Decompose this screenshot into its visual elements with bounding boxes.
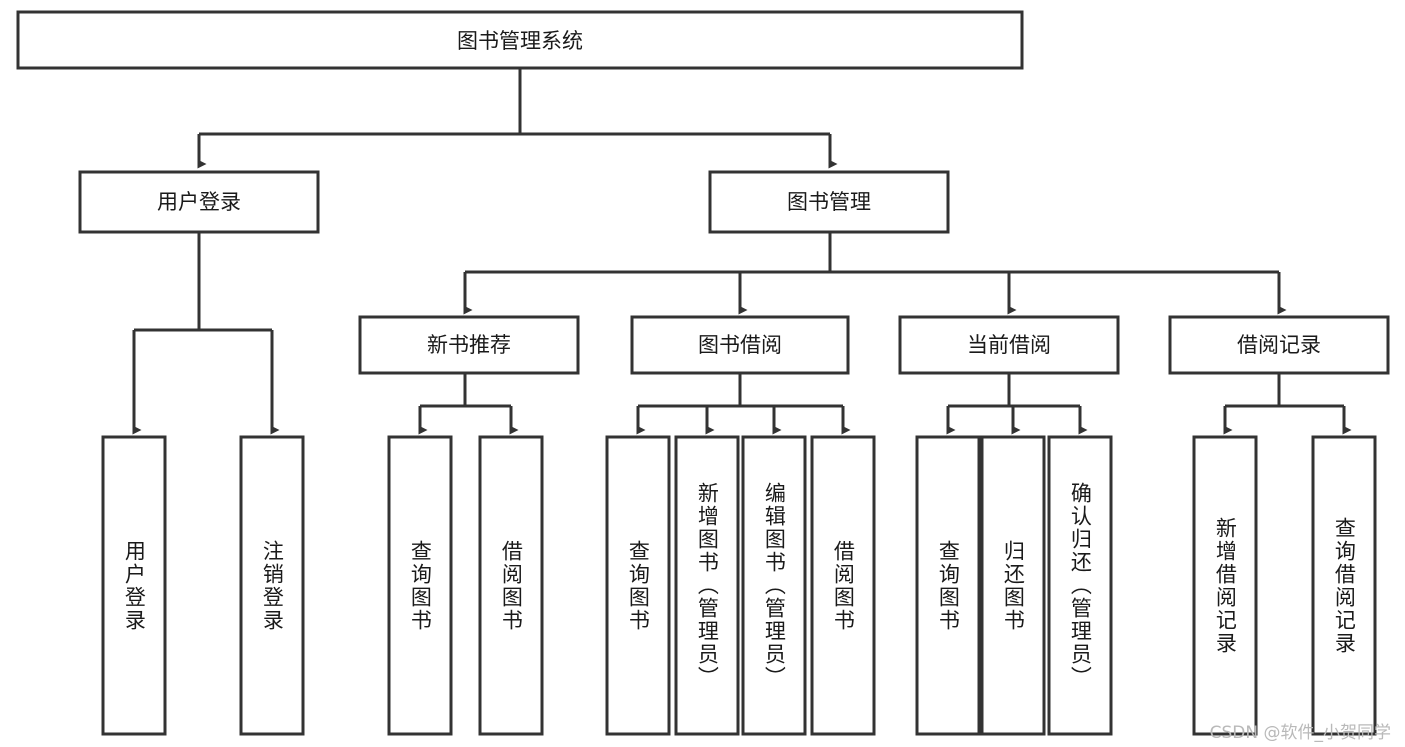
book-borrow-label: 图书借阅: [698, 333, 782, 357]
user-login-label: 用户登录: [157, 190, 241, 214]
current-borrow-box[interactable]: [898, 315, 1120, 375]
leaf-box-user-login[interactable]: [101, 435, 167, 736]
connectors-root-to-level2: [197, 68, 838, 169]
leaf-box-query-books-1[interactable]: [387, 435, 453, 736]
connectors-current-borrow-to-leaves: [946, 373, 1088, 435]
book-management-box[interactable]: [708, 170, 950, 234]
node-user-login[interactable]: 用户登录: [78, 170, 320, 234]
leaf-box-confirm-return[interactable]: [1047, 435, 1113, 736]
borrow-record-label: 借阅记录: [1237, 333, 1321, 357]
connectors-book-borrow-to-leaves: [636, 373, 851, 435]
leaf-box-borrow-books-1[interactable]: [478, 435, 544, 736]
leaf-box-query-borrow-record[interactable]: [1311, 435, 1377, 736]
node-new-book-recommend[interactable]: 新书推荐: [358, 315, 580, 375]
connectors-user-login-to-leaves: [132, 232, 280, 435]
leaf-box-edit-book[interactable]: [741, 435, 807, 736]
root-box[interactable]: [16, 10, 1024, 70]
current-borrow-label: 当前借阅: [967, 333, 1051, 357]
leaf-box-borrow-books-2[interactable]: [810, 435, 876, 736]
leaf-box-query-books-3[interactable]: [915, 435, 981, 736]
new-book-recommend-box[interactable]: [358, 315, 580, 375]
user-login-box[interactable]: [78, 170, 320, 234]
node-borrow-record[interactable]: 借阅记录: [1168, 315, 1390, 375]
leaf-boxes: [101, 435, 1377, 736]
csdn-watermark: CSDN @软件_小贺同学: [1209, 723, 1391, 743]
node-current-borrow[interactable]: 当前借阅: [898, 315, 1120, 375]
leaf-box-add-book[interactable]: [674, 435, 740, 736]
root-label: 图书管理系统: [457, 29, 583, 53]
book-management-label: 图书管理: [787, 190, 871, 214]
leaf-box-return-book[interactable]: [980, 435, 1046, 736]
leaf-box-add-borrow-record[interactable]: [1192, 435, 1258, 736]
new-book-recommend-label: 新书推荐: [427, 333, 511, 357]
connectors-borrow-record-to-leaves: [1223, 373, 1352, 435]
connectors-new-book-rec-to-leaves: [418, 373, 519, 435]
node-root-book-management-system[interactable]: 图书管理系统: [16, 10, 1024, 70]
node-book-management[interactable]: 图书管理: [708, 170, 950, 234]
borrow-record-box[interactable]: [1168, 315, 1390, 375]
connectors-book-manage-to-level3: [463, 232, 1287, 315]
leaf-box-logout[interactable]: [239, 435, 305, 736]
book-borrow-box[interactable]: [630, 315, 850, 375]
node-book-borrow[interactable]: 图书借阅: [630, 315, 850, 375]
leaf-box-query-books-2[interactable]: [605, 435, 671, 736]
